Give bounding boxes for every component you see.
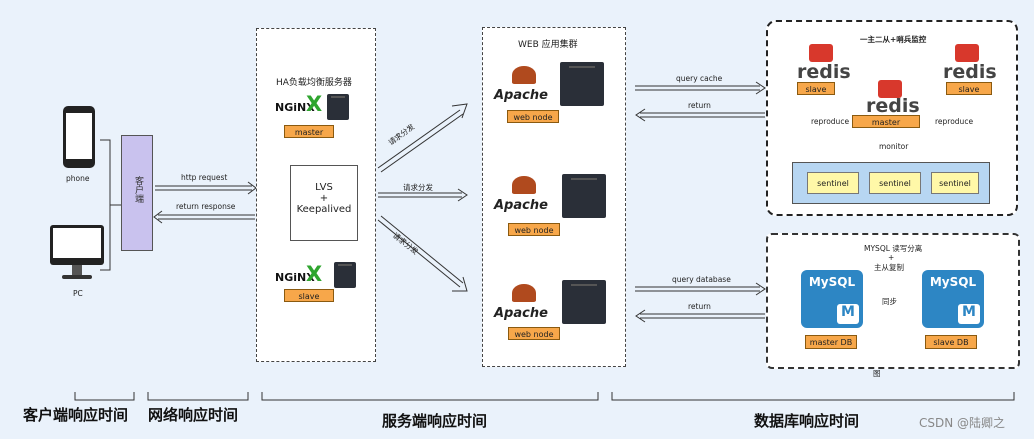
return-response-label: return response <box>176 202 236 211</box>
return-response-arrow <box>153 210 255 224</box>
pc-icon <box>50 225 104 283</box>
db-return-arrow <box>635 309 765 323</box>
mysql-master-text: MySQL <box>808 275 856 289</box>
redis-cube-icon <box>878 80 902 98</box>
master-db-badge: master DB <box>805 335 857 349</box>
query-cache-label: query cache <box>676 74 723 83</box>
lb-master-badge: master <box>284 125 334 138</box>
apache-feather-icon <box>512 176 536 194</box>
nginx-master-logo: NGiNX X <box>275 92 322 116</box>
distribute-arrow-down <box>377 215 468 292</box>
web-server-icon-1 <box>560 62 604 106</box>
sentinel-2: sentinel <box>869 172 921 194</box>
apache-text-1: Apache <box>494 88 548 103</box>
redis-slave1-badge: slave <box>797 82 835 95</box>
cache-return-arrow <box>635 108 765 122</box>
db-bottom-char: 图 <box>873 369 881 378</box>
sentinel-1: sentinel <box>807 172 859 194</box>
cache-return-label: return <box>688 101 711 110</box>
db-return-label: return <box>688 302 711 311</box>
http-request-label: http request <box>181 173 228 182</box>
lvs-line2: Keepalived <box>296 204 352 215</box>
db-title-line3: 主从复制 <box>874 263 904 272</box>
web-node-badge-3: web node <box>508 327 560 340</box>
distribute-arrow-mid <box>378 188 468 202</box>
redis-cube-icon <box>809 44 833 62</box>
apache-text-3: Apache <box>494 306 548 321</box>
redis-master-badge: master <box>852 115 920 128</box>
nginx-x-icon: X <box>306 262 323 286</box>
phone-icon <box>63 106 95 168</box>
lb-title: HA负载均衡服务器 <box>276 78 352 88</box>
reproduce-label-left: reproduce <box>811 117 850 126</box>
query-database-arrow <box>635 282 766 296</box>
query-database-label: query database <box>672 275 731 284</box>
web-server-icon-2 <box>562 174 606 218</box>
server-time-label: 服务端响应时间 <box>382 412 488 430</box>
monitor-label: monitor <box>879 142 909 151</box>
phone-label: phone <box>66 174 90 183</box>
lb-slave-badge: slave <box>284 289 334 302</box>
distribute-arrow-up <box>377 103 468 173</box>
client-box: 客户端 <box>121 135 153 251</box>
mysql-slave-m: M <box>958 304 980 324</box>
redis-text-master: redis <box>866 95 920 117</box>
redis-text-slave1: redis <box>797 61 851 83</box>
nginx-slave-logo: NGiNX X <box>275 262 322 286</box>
client-time-bracket <box>74 392 135 401</box>
sync-label: 同步 <box>882 297 897 306</box>
lvs-box: LVS + Keepalived <box>290 165 358 241</box>
mysql-master-icon: MySQL M <box>801 270 863 328</box>
web-title: WEB 应用集群 <box>518 40 578 50</box>
db-title-line2: + <box>888 253 895 262</box>
apache-logo-2: Apache <box>494 176 554 216</box>
redis-slave2-badge: slave <box>946 82 992 95</box>
redis-cube-icon <box>955 44 979 62</box>
db-time-bracket <box>611 392 1015 401</box>
mysql-slave-icon: MySQL M <box>922 270 984 328</box>
redis-text-slave2: redis <box>943 61 997 83</box>
nginx-master-text: NGiNX <box>275 101 315 114</box>
cache-title: 一主二从+哨兵监控 <box>860 35 927 44</box>
sentinel-3: sentinel <box>931 172 979 194</box>
db-title-line1: MYSQL 读写分离 <box>864 244 923 253</box>
nginx-x-icon: X <box>306 92 323 116</box>
apache-feather-icon <box>512 66 536 84</box>
pc-label: PC <box>73 289 83 298</box>
db-time-label: 数据库响应时间 <box>754 412 860 430</box>
apache-logo-3: Apache <box>494 284 554 324</box>
network-time-label: 网络响应时间 <box>148 406 239 424</box>
slave-db-badge: slave DB <box>925 335 977 349</box>
csdn-watermark: CSDN @陆卿之 <box>919 416 1006 430</box>
http-request-arrow <box>155 181 257 195</box>
lvs-line1: LVS <box>315 182 333 193</box>
nginx-master-server-icon <box>327 94 349 120</box>
apache-feather-icon <box>512 284 536 302</box>
client-time-label: 客户端响应时间 <box>23 406 129 424</box>
reproduce-label-right: reproduce <box>935 117 974 126</box>
client-box-label: 客户端 <box>133 176 143 203</box>
nginx-slave-text: NGiNX <box>275 271 315 284</box>
apache-text-2: Apache <box>494 198 548 213</box>
web-server-icon-3 <box>562 280 606 324</box>
apache-logo-1: Apache <box>494 66 554 106</box>
web-node-badge-1: web node <box>507 110 559 123</box>
network-time-bracket <box>147 392 249 401</box>
query-cache-arrow <box>635 81 766 95</box>
nginx-slave-server-icon <box>334 262 356 288</box>
mysql-master-m: M <box>837 304 859 324</box>
mysql-slave-text: MySQL <box>929 275 977 289</box>
server-time-bracket <box>261 392 599 401</box>
distribute-label-mid: 请求分发 <box>403 183 433 192</box>
lvs-plus: + <box>319 193 329 204</box>
web-node-badge-2: web node <box>508 223 560 236</box>
